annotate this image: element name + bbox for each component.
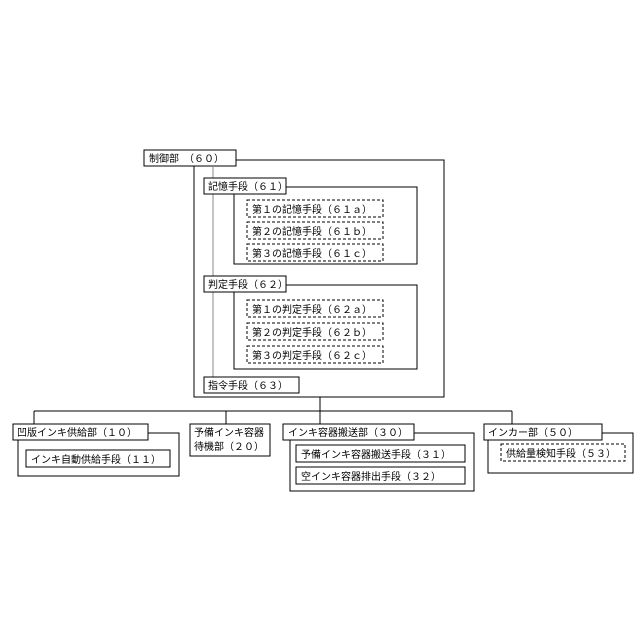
judge-means-label: 判定手段（６２） bbox=[208, 278, 288, 291]
judge-means-1-label: 第１の判定手段（６２ａ） bbox=[252, 303, 372, 316]
memory-means-label: 記憶手段（６１） bbox=[208, 180, 288, 193]
supply-amount-detect-label: 供給量検知手段（５３） bbox=[506, 447, 616, 460]
standby-unit-label-line1: 予備インキ容器 bbox=[194, 426, 264, 439]
spare-container-transport-label: 予備インキ容器搬送手段（３１） bbox=[301, 448, 451, 461]
memory-means-2-label: 第２の記憶手段（６１ｂ） bbox=[252, 225, 372, 238]
inker-unit-label: インカー部（５０） bbox=[488, 426, 578, 439]
intaglio-unit-label: 凹版インキ供給部（１０） bbox=[17, 426, 137, 439]
memory-means-3-label: 第３の記憶手段（６１ｃ） bbox=[252, 247, 372, 260]
memory-means-1-label: 第１の記憶手段（６１ａ） bbox=[252, 203, 372, 216]
standby-unit-label-line2: 待機部（２０） bbox=[194, 440, 264, 453]
auto-ink-supply-label: インキ自動供給手段（１１） bbox=[31, 453, 161, 466]
control-unit-label: 制御部 （６０） bbox=[149, 152, 224, 165]
empty-container-discharge-label: 空インキ容器排出手段（３２） bbox=[301, 470, 441, 483]
transport-unit-label: インキ容器搬送部（３０） bbox=[288, 426, 408, 439]
judge-means-2-label: 第２の判定手段（６２ｂ） bbox=[252, 326, 372, 339]
command-means-label: 指令手段（６３） bbox=[208, 379, 288, 392]
judge-means-3-label: 第３の判定手段（６２ｃ） bbox=[252, 349, 372, 362]
